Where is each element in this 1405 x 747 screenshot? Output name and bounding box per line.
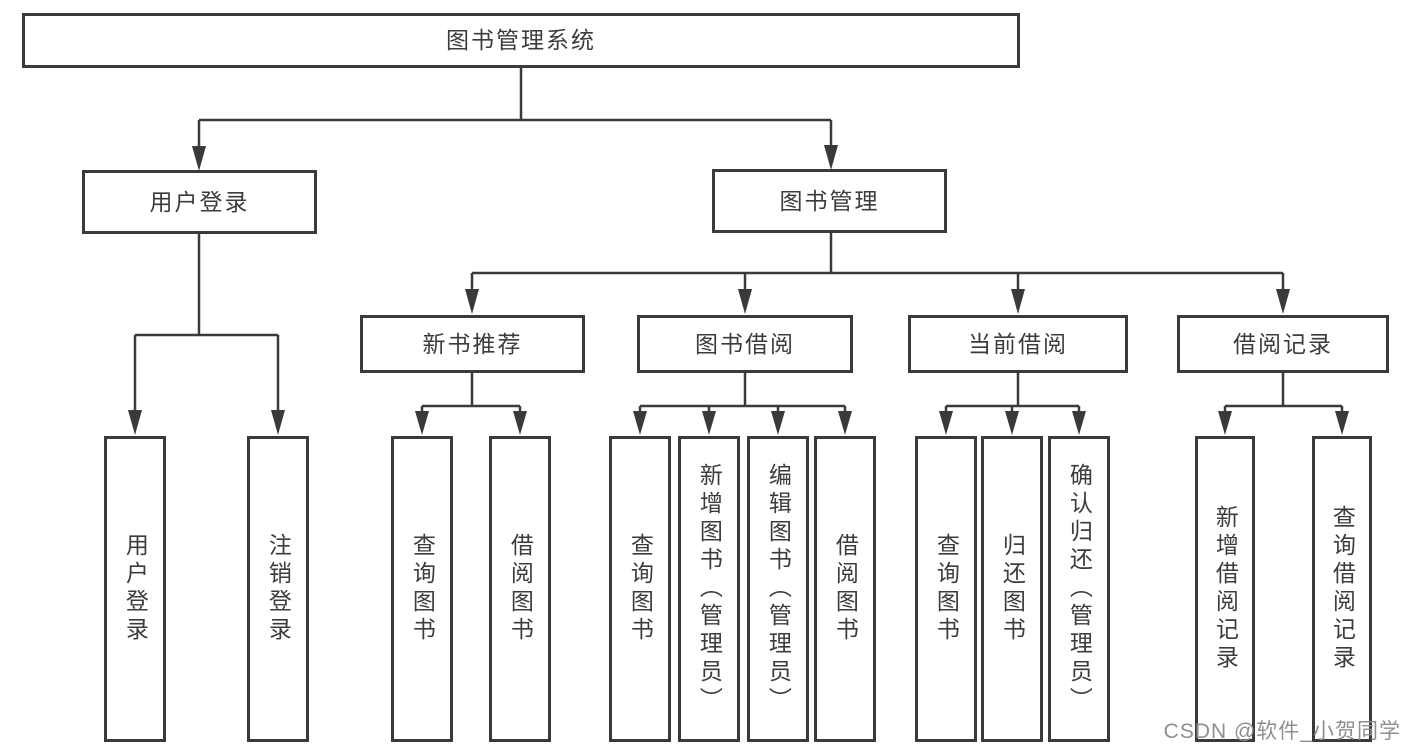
leaf-borrowing-add-books-admin: 新增图书（管理员） [678, 436, 740, 742]
connector-current-group [944, 373, 1081, 414]
leaf-records-query-record: 查询借阅记录 [1312, 436, 1372, 742]
arrow-icon [738, 289, 752, 314]
node-book-borrowing: 图书借阅 [637, 315, 853, 373]
arrow-icon [1218, 411, 1232, 435]
arrow-icon [633, 411, 647, 435]
arrow-icon [939, 411, 953, 435]
leaf-recommend-borrow-books: 借阅图书 [489, 436, 551, 742]
arrow-icon [415, 411, 429, 435]
arrow-icon [192, 146, 206, 171]
arrow-icon [1011, 289, 1025, 314]
node-library-management-system: 图书管理系统 [22, 13, 1020, 68]
arrow-icon [465, 289, 479, 314]
connector-borrowing-group [638, 373, 847, 414]
leaf-user-login: 用户登录 [104, 436, 166, 742]
arrow-icon [513, 411, 527, 435]
leaf-logout: 注销登录 [247, 436, 309, 742]
arrow-icon [771, 411, 785, 435]
leaf-borrowing-borrow-books: 借阅图书 [814, 436, 876, 742]
arrow-icon [1005, 411, 1019, 435]
connector-records-group [1223, 373, 1344, 414]
connector-root [197, 68, 833, 149]
node-book-management: 图书管理 [712, 169, 947, 233]
node-new-book-recommend: 新书推荐 [360, 315, 585, 373]
arrow-icon [271, 410, 285, 435]
watermark: CSDN @软件_小贺同学 [1163, 720, 1401, 743]
leaf-borrowing-edit-books-admin: 编辑图书（管理员） [747, 436, 809, 742]
arrow-icon [1072, 411, 1086, 435]
leaf-current-confirm-return-admin: 确认归还（管理员） [1048, 436, 1110, 742]
arrow-icon [1335, 411, 1349, 435]
arrowheads [128, 145, 1349, 435]
node-borrow-records: 借阅记录 [1177, 315, 1389, 373]
node-current-borrowing: 当前借阅 [908, 315, 1128, 373]
leaf-current-query-books: 查询图书 [915, 436, 977, 742]
arrow-icon [128, 410, 142, 435]
arrow-icon [824, 145, 838, 170]
arrow-icon [838, 411, 852, 435]
node-user-login: 用户登录 [82, 170, 317, 234]
leaf-current-return-books: 归还图书 [981, 436, 1043, 742]
connector-recommend-group [420, 373, 522, 414]
leaf-borrowing-query-books: 查询图书 [609, 436, 671, 742]
connector-login-group [133, 234, 280, 413]
arrow-icon [1276, 289, 1290, 314]
arrow-icon [702, 411, 716, 435]
connector-mgmt-group [470, 233, 1285, 292]
leaf-recommend-query-books: 查询图书 [391, 436, 453, 742]
leaf-records-add-record: 新增借阅记录 [1195, 436, 1255, 742]
